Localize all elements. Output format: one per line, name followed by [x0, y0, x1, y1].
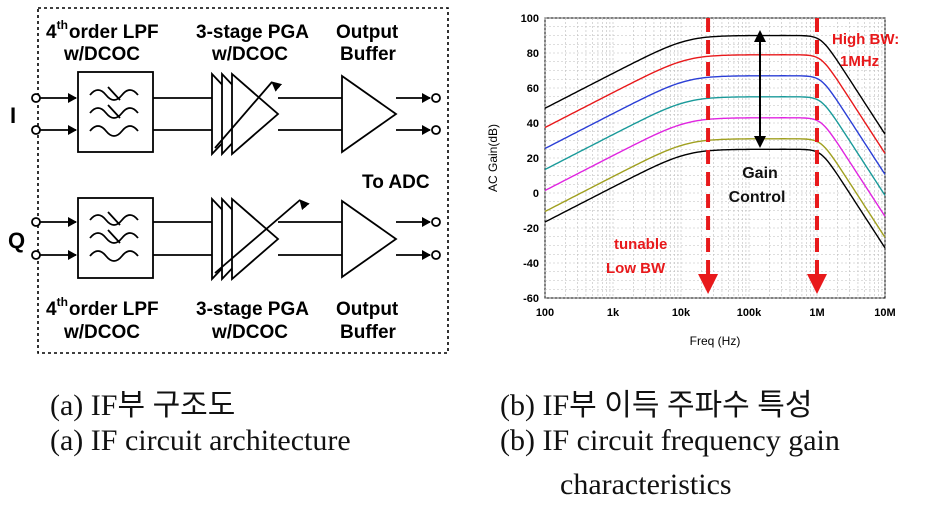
y-tick-label: 100	[521, 13, 539, 25]
chip-boundary	[37, 7, 449, 354]
i-input-terminal-p	[31, 93, 41, 103]
x-axis-label: Freq (Hz)	[690, 334, 741, 348]
q-output-buffer	[341, 199, 398, 279]
caption-b-korean: (b) IF부 이득 주파수 특성	[500, 389, 813, 422]
q-lpf-wave-3	[89, 250, 139, 262]
x-tick-label: 1M	[809, 307, 824, 319]
y-tick-label: -60	[523, 293, 539, 305]
to-adc-label: To ADC	[362, 172, 430, 193]
q-lpf-wave-2	[89, 232, 139, 244]
high-bw-line2: 1MHz	[840, 53, 879, 70]
input-q-label: Q	[8, 228, 25, 253]
top-buffer-label2: Buffer	[340, 44, 397, 65]
gain-annotation-line2: Control	[729, 189, 786, 206]
bottom-pga-label: 3-stage PGA	[196, 299, 309, 320]
y-tick-label: 0	[533, 188, 539, 200]
q-pga-tunable-arrow	[214, 199, 310, 274]
figure: 4thorder LPF w/DCOC 3-stage PGA w/DCOC O…	[8, 7, 899, 354]
caption-a-english: (a) IF circuit architecture	[50, 424, 351, 457]
gain-curve-2	[544, 54, 886, 154]
y-tick-label: 80	[527, 48, 539, 60]
i-signal-chain	[31, 71, 441, 157]
bottom-lpf-dcoc: w/DCOC	[63, 322, 140, 343]
gain-curve-4	[544, 96, 886, 196]
y-tick-label: 60	[527, 83, 539, 95]
x-tick-label: 10M	[874, 307, 895, 319]
gain-annotation-line1: Gain	[742, 165, 778, 182]
bottom-buffer-label1: Output	[336, 299, 399, 320]
q-input-terminal-n	[31, 250, 41, 260]
input-i-label: I	[10, 103, 16, 128]
bw-marker-arrow-1	[698, 274, 719, 294]
caption-a-korean: (a) IF부 구조도	[50, 389, 236, 422]
x-tick-labels: 100 1k 10k 100k 1M 10M	[536, 307, 896, 319]
bw-marker-arrow-2	[807, 274, 827, 294]
y-tick-labels: -60 -40 -20 0 20 40 60 80 100	[521, 13, 539, 305]
x-tick-label: 100k	[737, 307, 762, 319]
y-axis-label: AC Gain(dB)	[486, 124, 500, 192]
q-output-terminal-n	[431, 250, 441, 260]
y-tick-label: 40	[527, 118, 539, 130]
series-lines	[544, 34, 886, 249]
y-tick-label: -20	[523, 223, 539, 235]
i-input-terminal-n	[31, 125, 41, 135]
caption-b-english-line1: (b) IF circuit frequency gain	[500, 424, 840, 457]
i-output-buffer	[341, 74, 398, 154]
q-input-terminal-p	[31, 217, 41, 227]
i-output-terminal-n	[431, 125, 441, 135]
tunable-line1: tunable	[614, 236, 667, 253]
block-diagram: 4thorder LPF w/DCOC 3-stage PGA w/DCOC O…	[8, 7, 449, 354]
gain-curve-6	[544, 138, 886, 238]
high-bw-line1: High BW:	[832, 31, 899, 48]
y-tick-label: 20	[527, 153, 539, 165]
i-output-terminal-p	[431, 93, 441, 103]
x-tick-label: 10k	[672, 307, 691, 319]
gain-curve-5	[544, 117, 886, 217]
i-lpf-wave-2	[89, 107, 139, 119]
top-buffer-label1: Output	[336, 22, 399, 43]
gain-curve-3	[544, 75, 886, 175]
gain-curve-1	[544, 34, 886, 135]
bottom-lpf-label: 4thorder LPF	[46, 295, 159, 320]
caption-b-english-line2: characteristics	[560, 468, 732, 501]
top-pga-label: 3-stage PGA	[196, 22, 309, 43]
top-pga-dcoc: w/DCOC	[211, 44, 288, 65]
q-signal-chain	[31, 196, 441, 282]
x-tick-label: 1k	[607, 307, 620, 319]
tunable-line2: Low BW	[606, 260, 666, 277]
x-tick-label: 100	[536, 307, 554, 319]
bandwidth-markers	[698, 18, 827, 294]
y-tick-label: -40	[523, 258, 539, 270]
bottom-pga-dcoc: w/DCOC	[211, 322, 288, 343]
gain-curve-7	[544, 148, 886, 249]
i-lpf-wave-3	[89, 125, 139, 137]
i-pga-stage-3	[231, 72, 280, 156]
top-lpf-dcoc: w/DCOC	[63, 44, 140, 65]
i-lpf-wave-1	[89, 89, 139, 101]
q-lpf-wave-1	[89, 214, 139, 226]
i-pga-tunable-arrow	[214, 81, 283, 149]
q-output-terminal-p	[431, 217, 441, 227]
top-lpf-label: 4thorder LPF	[46, 18, 159, 43]
bottom-buffer-label2: Buffer	[340, 322, 397, 343]
